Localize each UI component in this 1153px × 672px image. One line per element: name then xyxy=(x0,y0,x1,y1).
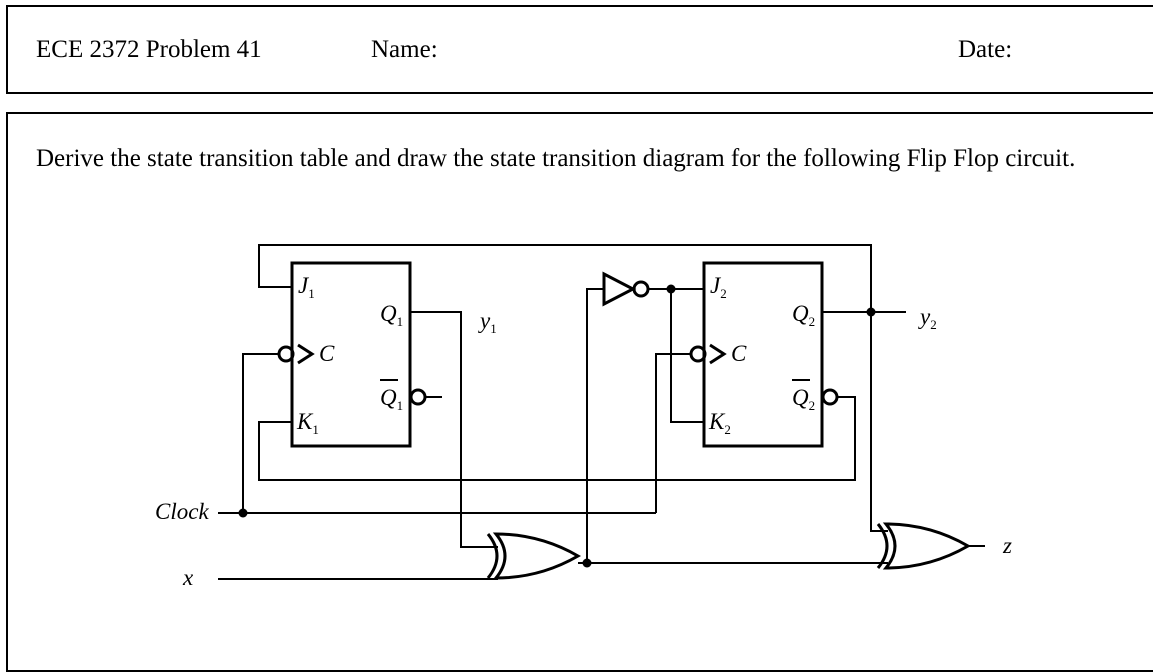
ff2-j-label: J2 xyxy=(710,273,727,301)
junction-y2 xyxy=(866,307,876,317)
xor-gate-1 xyxy=(492,532,581,580)
ff1-k-label: K1 xyxy=(296,409,319,437)
ff2-q-label: Q2 xyxy=(792,301,815,329)
date-label: Date: xyxy=(958,36,1013,63)
x-input-label: x xyxy=(182,565,194,590)
header-box xyxy=(6,5,1153,94)
name-label: Name: xyxy=(371,36,438,63)
junction-inverter-output xyxy=(666,284,676,294)
ff1-q-label: Q1 xyxy=(380,301,403,329)
wire-y2-to-xor2 xyxy=(870,312,888,532)
y2-label: y2 xyxy=(918,304,937,332)
wire-clock-to-ff1 xyxy=(242,353,279,513)
ff1-clock-label: C xyxy=(319,341,335,366)
ff2-clock-triangle xyxy=(709,343,727,365)
ff2-qbar-bubble xyxy=(821,388,839,406)
ff2-clock-label: C xyxy=(731,341,747,366)
z-output-label: z xyxy=(1002,533,1012,558)
xor1-input-arc xyxy=(486,533,499,579)
xor2-input-arc xyxy=(876,523,889,569)
clock-input-label: Clock xyxy=(155,499,209,524)
xor-gate-2 xyxy=(882,522,971,570)
ff1-clock-triangle xyxy=(297,343,315,365)
wire-y2-to-j1 xyxy=(258,244,872,312)
ff2-qbar-label: Q2 xyxy=(792,385,815,413)
junction-xor1-output xyxy=(582,558,592,568)
ff1-qbar-bubble xyxy=(409,388,427,406)
inverter-triangle xyxy=(602,271,637,307)
problem-instructions: Derive the state transition table and dr… xyxy=(36,145,1076,172)
wire-q2bar-to-k1 xyxy=(258,396,856,481)
wire-q1-to-xor1 xyxy=(410,311,498,548)
wire-clock-to-ff2 xyxy=(655,353,691,513)
course-problem-title: ECE 2372 Problem 41 xyxy=(36,36,262,63)
y1-label: y1 xyxy=(478,308,497,336)
ff1-qbar-label: Q1 xyxy=(380,385,403,413)
wire-inverter-to-k2 xyxy=(670,289,704,423)
ff1-j-label: J1 xyxy=(298,273,315,301)
junction-clock xyxy=(238,508,248,518)
ff2-k-label: K2 xyxy=(708,409,731,437)
flip-flop-circuit-diagram: J1 C K1 Q1 Q1 J2 C K2 Q2 Q2 y1 y2 Clock … xyxy=(155,244,1012,590)
wire-xor1-to-inverter xyxy=(586,288,604,563)
